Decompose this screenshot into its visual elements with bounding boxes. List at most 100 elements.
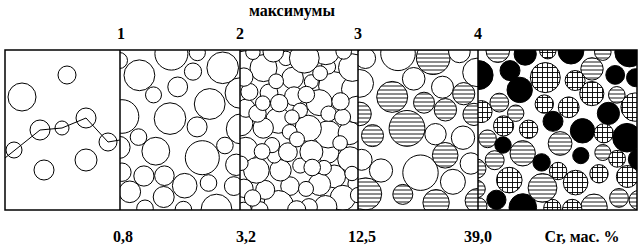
grain <box>358 50 376 69</box>
grain <box>465 189 478 211</box>
grain <box>548 132 572 156</box>
grain <box>290 132 305 147</box>
grain <box>335 109 351 125</box>
maximum-number: 3 <box>354 26 362 42</box>
grain <box>628 149 637 170</box>
grain <box>423 190 449 211</box>
grain <box>570 119 594 143</box>
grain <box>478 101 492 123</box>
grain <box>451 126 474 149</box>
axis-value: 12,5 <box>348 229 376 245</box>
axis-value: 3,2 <box>236 229 256 245</box>
grain-panel <box>240 50 358 210</box>
grain <box>597 102 619 124</box>
grain <box>497 167 523 193</box>
grain <box>615 50 637 67</box>
grain <box>298 86 315 103</box>
grain <box>609 87 626 104</box>
maximum-number: 4 <box>474 26 482 42</box>
grain <box>528 174 557 203</box>
axis-value: 0,8 <box>113 229 133 245</box>
grain <box>594 124 613 143</box>
grain <box>189 50 205 61</box>
grain <box>358 178 382 210</box>
grain <box>120 163 131 181</box>
grain-panel <box>5 66 120 180</box>
grain <box>558 97 579 118</box>
grain <box>285 110 299 124</box>
grain <box>358 70 374 98</box>
grain-panel <box>478 50 637 210</box>
grain <box>255 96 270 111</box>
grain <box>120 136 130 158</box>
grain <box>507 77 532 102</box>
grain <box>381 50 416 71</box>
grain <box>581 194 608 210</box>
grain <box>369 159 392 182</box>
grain <box>254 144 270 160</box>
grain-panel <box>358 50 478 210</box>
axis-title: максимумы <box>249 3 335 19</box>
grain <box>271 94 288 111</box>
grain <box>486 50 510 63</box>
grain <box>478 198 487 210</box>
grain <box>194 89 225 120</box>
grain <box>299 181 314 196</box>
grain <box>519 120 537 138</box>
grain <box>543 111 563 131</box>
grain <box>137 200 154 210</box>
grain <box>217 137 234 154</box>
grain <box>185 141 219 175</box>
panel-frame <box>5 50 637 210</box>
grain <box>168 77 188 97</box>
axis-value: Cr, мас. % <box>544 229 619 245</box>
grain <box>226 154 240 175</box>
grain <box>350 187 358 202</box>
grain <box>463 103 478 125</box>
grain <box>533 154 550 171</box>
grain <box>425 124 446 145</box>
grain <box>146 87 162 103</box>
grain <box>200 175 217 192</box>
grain <box>153 187 174 208</box>
grain <box>558 50 584 64</box>
grain <box>389 110 425 146</box>
grain <box>201 194 232 210</box>
grain <box>514 50 536 65</box>
grain <box>120 181 141 203</box>
grain <box>487 190 506 209</box>
grain <box>120 53 128 69</box>
grain <box>172 173 197 198</box>
grain <box>393 184 413 204</box>
grain <box>244 190 260 206</box>
grain <box>224 177 240 196</box>
grain <box>485 151 504 170</box>
grain <box>345 166 358 180</box>
grain <box>336 50 352 59</box>
grain <box>478 159 486 178</box>
grain <box>510 141 535 166</box>
grain <box>246 50 260 60</box>
grain <box>269 74 284 89</box>
grain <box>358 102 371 126</box>
grain <box>434 99 456 121</box>
axis-value: 39,0 <box>464 229 492 245</box>
grain <box>402 68 425 91</box>
grain <box>613 123 637 152</box>
grain <box>155 166 175 186</box>
grain <box>610 189 629 208</box>
grain-panel <box>120 50 240 210</box>
grain <box>240 68 253 86</box>
grain <box>130 129 147 146</box>
grain <box>479 130 497 148</box>
grain <box>304 159 321 176</box>
grain <box>595 50 612 60</box>
grain <box>321 106 336 121</box>
grain <box>606 66 625 85</box>
grain <box>449 50 471 63</box>
grain <box>530 63 560 93</box>
grain <box>565 71 585 91</box>
grain <box>432 143 458 169</box>
grain <box>187 117 207 137</box>
grain <box>432 76 454 98</box>
